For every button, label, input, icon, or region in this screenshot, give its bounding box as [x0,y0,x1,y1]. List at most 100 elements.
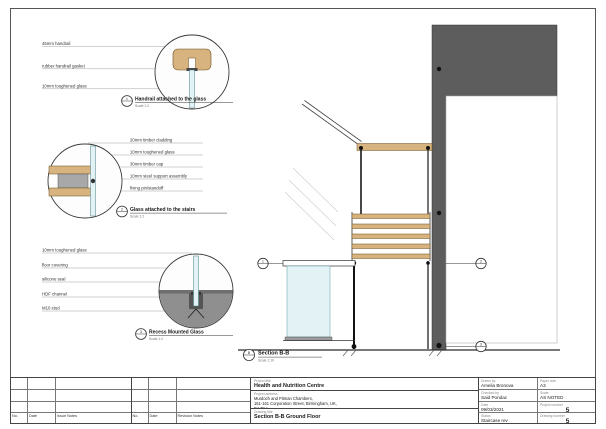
detail1-marker-number: 1 [126,97,128,101]
date-label: Date [481,402,489,407]
detail3-caption: Recess Mounted Glass [149,330,204,336]
detail2-label-cap: 30mm timber cap [130,162,164,167]
project-title-label: Project title [254,379,271,383]
toughened-glass-panel [193,255,199,307]
project-address-row: Project address Murdoch and Pitman Chamb… [251,391,478,409]
paper-size-label: Paper size [540,379,557,383]
detail3-marker-number: 3 [140,330,142,334]
checked-by-label: Checked by [481,391,499,396]
project-address-label: Project address [254,392,278,396]
detail1-label-gasket: rubber handrail gasket [42,64,86,69]
checked-by-value: Said Pondac [481,395,508,401]
timber-cap [48,187,94,197]
revision-notes-header: Revision Notes [175,411,250,423]
bubble-number: 2 [480,260,482,264]
sloped-handrail [301,103,360,146]
project-number-label: Project number [540,402,563,407]
drawing-number-value: 5 [565,417,570,423]
detail3-label-glass: 10mm toughened glass [42,248,87,253]
reference-bubble-3: 3 [446,340,487,353]
detail-recess-glass: 10mm toughened glass floor covering sili… [42,248,234,341]
reference-bubble-1: 1 [257,257,283,270]
tread [351,243,431,249]
bubble-number: 3 [480,343,482,347]
lower-handrail [282,260,356,267]
ground-hatch [342,349,443,357]
revision-table: No. Date Revision Notes [130,378,250,423]
glass-balustrade [286,265,331,338]
revision-no-header: No. [131,411,148,423]
glass-base-shoe [284,336,333,341]
status-value: Staircase rev [481,417,508,423]
reference-bubble-2: 2 [446,257,487,270]
address-line-1: Murdoch and Pitman Chambers, [254,396,313,402]
detail3-label-floor: floor covering [42,263,68,268]
title-block: No. Date Issue Notes No. Date Revision N… [10,377,596,424]
issue-date-header: Date [27,411,55,423]
revision-date-header: Date [147,411,176,423]
detail3-scale: Scale 1:2 [149,337,163,341]
drawing-title-label: Drawing title [254,410,273,414]
date-cell: Date 09/03/2021 [479,400,537,412]
checked-by-cell: Checked by Said Pondac [479,389,537,400]
post-node [426,146,430,150]
tread [351,253,431,259]
date-value: 09/03/2021 [481,406,504,412]
detail2-label-steel: 10mm steel support assembly [130,174,188,179]
section-marker-letter: B [248,351,251,355]
fixing-pin [90,178,96,184]
project-info: Project title Health and Nutrition Centr… [251,378,479,423]
drawing-meta: Drawn by Amelia Bronova Paper size A3 Ch… [479,378,595,423]
section-scale: Scale 1:10 [258,359,274,363]
detail-stair-glass: 20mm timber cladding 10mm toughened glas… [47,138,227,219]
project-title: Health and Nutrition Centre [254,383,325,390]
paper-size-cell: Paper size A3 [537,378,595,390]
project-number-value: 5 [565,406,570,412]
tread [351,213,431,219]
timber-cladding [48,165,94,175]
detail2-caption: Glass attached to the stairs [130,207,196,213]
sloped-handrail [304,100,362,142]
section-caption: Section B-B [258,351,289,357]
bubble-number: 1 [262,260,264,264]
detail-handrail: 45mm handrail rubber handrail gasket 10m… [42,34,233,110]
status-label: Status [481,413,491,418]
steel-support-assembly [57,173,89,189]
post-node [436,66,442,72]
detail1-label-handrail: 45mm handrail [42,41,70,46]
address-line-3: B4 7NA [254,406,269,409]
stair-treads [351,212,431,261]
detail3-label-silicone: silicone seal [42,277,65,282]
issue-revision-tables: No. Date Issue Notes No. Date Revision N… [11,378,251,423]
room-void [445,95,558,344]
detail2-label-cladding: 20mm timber cladding [130,138,173,143]
project-title-row: Project title Health and Nutrition Centr… [251,378,478,391]
post-node [426,261,430,265]
paper-size-value: A3 [540,383,546,389]
post-node [351,344,357,349]
handrail-gasket [186,68,198,71]
section-drawing: 1 2 3 B Section B-B Scale 1:10 [238,24,560,363]
address-line-2: 151-161 Corporation Street, Birmingham, … [254,401,337,407]
scale-label: Scale [540,391,549,396]
detail3-label-channel: HDF channel [42,292,67,297]
status-cell: Status Staircase rev [479,411,537,423]
drawn-by-label: Drawn by [481,379,496,383]
post-node [436,210,442,216]
drawn-by-value: Amelia Bronova [481,383,514,389]
toughened-glass-panel [189,69,195,109]
m10-stud [195,308,205,319]
tread [351,223,431,229]
drawing-number-label: Drawing number [540,413,565,418]
drawing-title: Section B-B Ground Floor [254,414,321,421]
drawn-by-cell: Drawn by Amelia Bronova [479,378,537,389]
project-number-cell: Project number 5 [537,400,595,412]
detail3-label-stud: M10 stud [42,306,60,311]
post-node [436,342,442,349]
detail1-caption: Handrail attached to the glass [135,97,206,103]
detail1-scale: Scale 1:2 [135,104,149,108]
issue-no-header: No. [11,411,27,423]
m10-stud [187,308,197,319]
